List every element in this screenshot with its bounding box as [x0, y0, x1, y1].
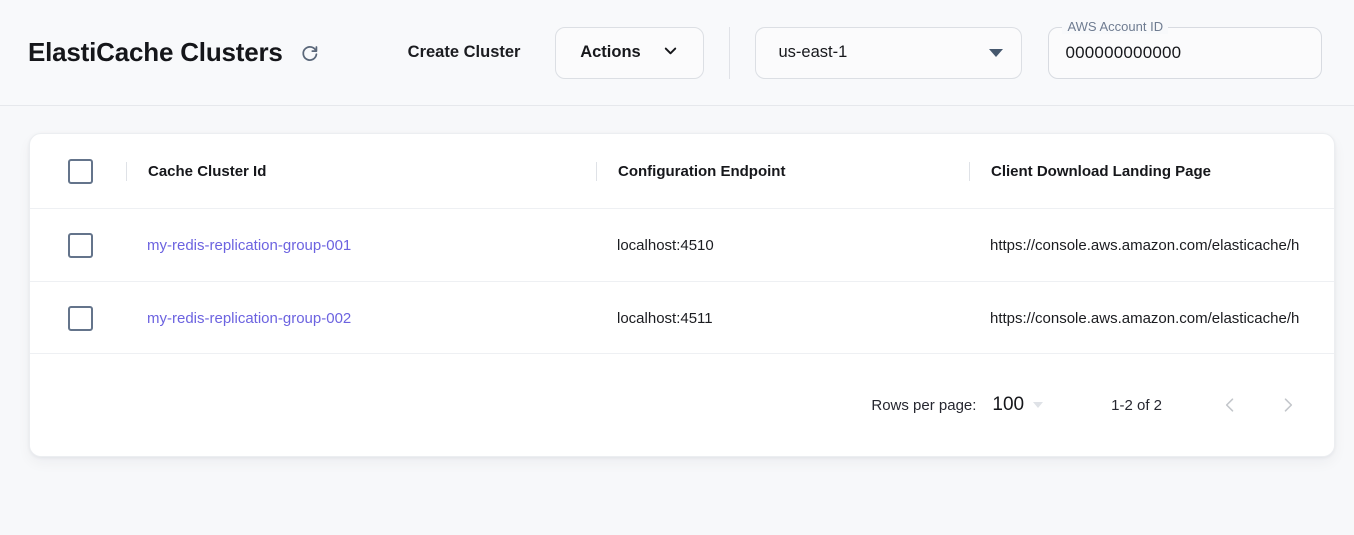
- cluster-id-link[interactable]: my-redis-replication-group-001: [147, 236, 352, 254]
- table-row: my-redis-replication-group-002 localhost…: [30, 281, 1334, 355]
- clusters-table: Cache Cluster Id Configuration Endpoint …: [30, 134, 1334, 355]
- caret-down-icon: [989, 48, 1004, 57]
- chevron-right-icon[interactable]: [1266, 383, 1310, 427]
- cell-configuration-endpoint: localhost:4510: [596, 208, 969, 282]
- row-checkbox[interactable]: [68, 305, 93, 331]
- chevron-left-icon[interactable]: [1208, 383, 1252, 427]
- column-header-cache-cluster-id[interactable]: Cache Cluster Id: [126, 134, 596, 209]
- select-all-header-cell: [30, 134, 126, 209]
- column-header-client-download-landing-page[interactable]: Client Download Landing Page: [969, 134, 1334, 209]
- table-header-row: Cache Cluster Id Configuration Endpoint …: [30, 134, 1334, 209]
- column-separator: [969, 161, 970, 181]
- header-divider: [729, 26, 731, 79]
- select-all-checkbox[interactable]: [68, 158, 93, 184]
- cell-client-download-landing-page: https://console.aws.amazon.com/elasticac…: [969, 208, 1334, 282]
- actions-button[interactable]: Actions: [555, 26, 705, 79]
- table-body: my-redis-replication-group-001 localhost…: [30, 208, 1334, 355]
- column-header-label: Cache Cluster Id: [148, 162, 267, 180]
- row-select-cell: [30, 281, 126, 355]
- column-header-label: Configuration Endpoint: [618, 162, 786, 180]
- aws-account-id-value: 000000000000: [1065, 42, 1182, 62]
- row-select-cell: [30, 208, 126, 282]
- cell-cache-cluster-id: my-redis-replication-group-001: [126, 208, 596, 282]
- table-header: Cache Cluster Id Configuration Endpoint …: [30, 134, 1334, 209]
- row-checkbox[interactable]: [68, 232, 93, 258]
- table-row: my-redis-replication-group-001 localhost…: [30, 208, 1334, 282]
- pagination-bar: Rows per page: 100 1-2 of 2: [30, 353, 1334, 456]
- aws-account-id-label: AWS Account ID: [1062, 18, 1169, 34]
- cell-cache-cluster-id: my-redis-replication-group-002: [126, 281, 596, 355]
- rows-per-page-select[interactable]: 100: [992, 394, 1044, 416]
- page-title: ElastiCache Clusters: [28, 37, 283, 67]
- refresh-icon[interactable]: [297, 40, 323, 66]
- cell-client-download-landing-page: https://console.aws.amazon.com/elasticac…: [969, 281, 1334, 355]
- region-select-value: us-east-1: [778, 43, 848, 61]
- aws-account-id-field[interactable]: AWS Account ID 000000000000: [1048, 18, 1323, 79]
- create-cluster-button[interactable]: Create Cluster: [406, 37, 523, 68]
- chevron-down-icon: [661, 41, 680, 65]
- column-header-label: Client Download Landing Page: [991, 162, 1212, 180]
- column-header-configuration-endpoint[interactable]: Configuration Endpoint: [596, 134, 969, 209]
- cell-configuration-endpoint: localhost:4511: [596, 281, 969, 355]
- clusters-table-card: Cache Cluster Id Configuration Endpoint …: [29, 133, 1335, 457]
- title-group: ElastiCache Clusters: [28, 37, 323, 68]
- actions-button-label: Actions: [580, 43, 641, 61]
- column-separator: [596, 161, 597, 181]
- caret-down-icon: [1033, 402, 1044, 408]
- cluster-id-link[interactable]: my-redis-replication-group-002: [147, 309, 352, 327]
- column-separator: [126, 161, 127, 181]
- top-header-bar: ElastiCache Clusters Create Cluster Acti…: [0, 0, 1354, 106]
- pagination-range-label: 1-2 of 2: [1111, 396, 1162, 414]
- rows-per-page-label: Rows per page:: [871, 396, 977, 414]
- rows-per-page-value: 100: [992, 394, 1025, 415]
- region-select[interactable]: us-east-1: [755, 26, 1023, 79]
